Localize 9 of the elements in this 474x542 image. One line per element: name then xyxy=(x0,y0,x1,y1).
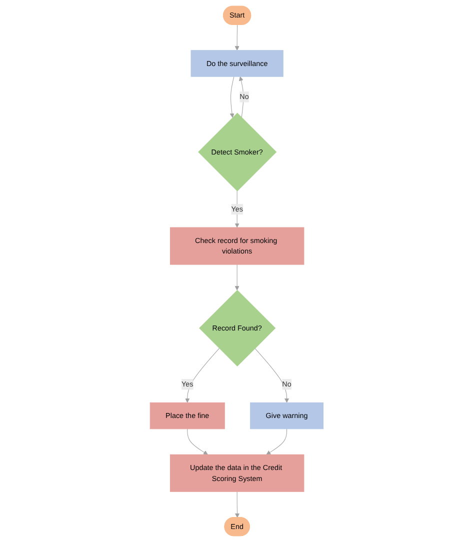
arrow xyxy=(230,76,235,118)
arrow xyxy=(254,348,290,403)
arrow xyxy=(187,428,208,455)
arrow xyxy=(235,190,240,228)
arrow xyxy=(235,264,240,290)
arrow xyxy=(266,428,288,455)
arrow xyxy=(185,348,220,403)
arrow xyxy=(235,491,240,518)
arrow xyxy=(235,24,240,51)
